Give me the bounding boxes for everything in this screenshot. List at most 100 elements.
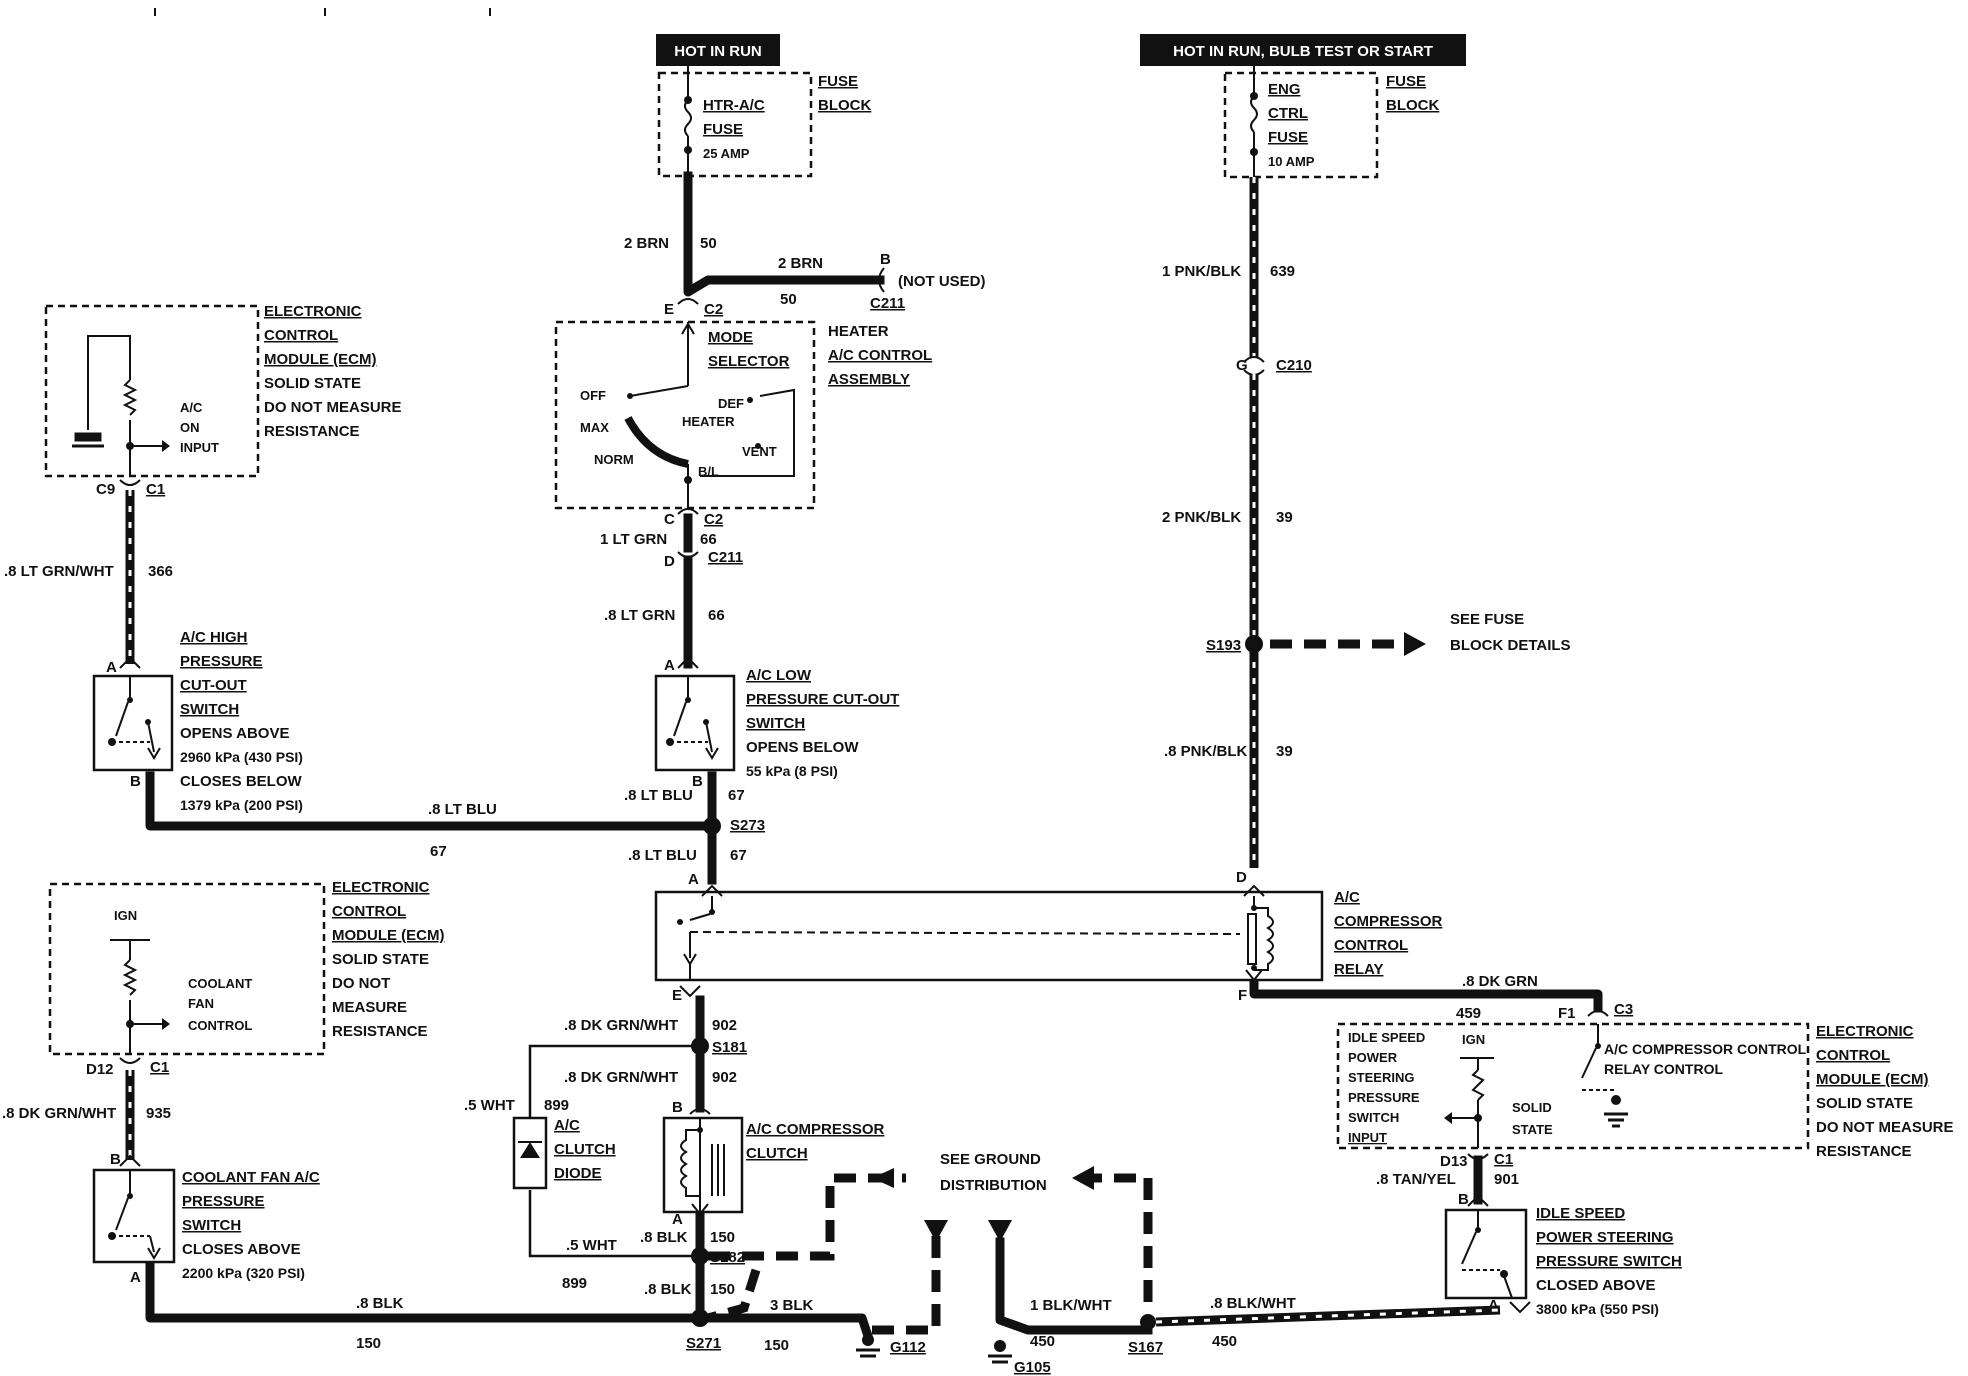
conn-b-c211-pin: B — [880, 251, 891, 268]
fuse-right-block-2: BLOCK — [1386, 97, 1439, 114]
lp-switch: A B A/C LOW PRESSURE CUT-OUT SWITCH OPEN… — [654, 656, 899, 790]
clutch-label-2: CLUTCH — [746, 1145, 808, 1162]
ecm-right-pin-c1: C1 — [1494, 1151, 1513, 1168]
see-fuse-1: SEE FUSE — [1450, 611, 1524, 628]
fan-switch: B A COOLANT FAN A/C PRESSURE SWITCH CLOS… — [92, 1151, 320, 1286]
w39b-num: 39 — [1276, 743, 1293, 760]
ps-label-1: IDLE SPEED — [1536, 1205, 1625, 1222]
relay-pin-a: A — [688, 871, 699, 888]
ecm-mid-out-1: COOLANT — [188, 976, 252, 991]
fan-label-2: PRESSURE — [182, 1193, 265, 1210]
splice-s181: S181 — [712, 1039, 747, 1056]
w935-num: 935 — [146, 1105, 171, 1122]
header-hot-in-run-text: HOT IN RUN — [674, 43, 762, 60]
relay-pin-e: E — [672, 987, 682, 1004]
ecm-mid-label-1: ELECTRONIC — [332, 879, 430, 896]
mode-pos-bl: B/L — [698, 464, 719, 479]
assembly-label-2: A/C CONTROL — [828, 347, 932, 364]
conn-b-c211-name: C211 — [870, 295, 905, 312]
w67c-num: 67 — [730, 847, 747, 864]
assembly-label-1: HEATER — [828, 323, 889, 340]
mode-label-1: MODE — [708, 329, 753, 346]
w899b-color: .5 WHT — [566, 1237, 617, 1254]
ecm-right-ign: IGN — [1462, 1032, 1485, 1047]
fuse-left-block-2: BLOCK — [818, 97, 871, 114]
compressor-relay: A D A/C COMPRESSOR CONTROL RELAY E F — [654, 869, 1443, 1004]
conn-d-c211-pin: D — [664, 553, 675, 570]
ecm-right-input-6: INPUT — [1348, 1130, 1387, 1145]
diode-label-2: CLUTCH — [554, 1141, 616, 1158]
ecm-top-label-5: DO NOT MEASURE — [264, 399, 402, 416]
ecm-right-input-4: PRESSURE — [1348, 1090, 1420, 1105]
ecm-top-input-2: ON — [180, 420, 200, 435]
mode-pos-norm: NORM — [594, 452, 634, 467]
w39b-color: .8 PNK/BLK — [1164, 743, 1248, 760]
fan-spec-2: 2200 kPa (320 PSI) — [182, 1265, 305, 1281]
ecm-mid-pin-c1: C1 — [150, 1059, 169, 1076]
header-hot-in-run-bulb: HOT IN RUN, BULB TEST OR START — [1140, 34, 1466, 66]
fuse-right-name-3: FUSE — [1268, 129, 1308, 146]
hp-label-4: SWITCH — [180, 701, 239, 718]
ecm-mid-label-2: CONTROL — [332, 903, 406, 920]
w901-num: 901 — [1494, 1171, 1519, 1188]
ecm-right-input-1: IDLE SPEED — [1348, 1030, 1425, 1045]
fuse-left-icon — [684, 99, 692, 137]
w66a-num: 66 — [700, 531, 717, 548]
fuse-right-rating: 10 AMP — [1268, 154, 1315, 169]
clutch-diode: A/C CLUTCH DIODE — [512, 1116, 616, 1190]
w66b-color: .8 LT GRN — [604, 607, 675, 624]
ps-label-3: PRESSURE SWITCH — [1536, 1253, 1682, 1270]
lp-label-3: SWITCH — [746, 715, 805, 732]
header-hot-in-run: HOT IN RUN — [656, 34, 780, 66]
clutch-label-1: A/C COMPRESSOR — [746, 1121, 885, 1138]
w366-color: .8 LT GRN/WHT — [4, 563, 114, 580]
w639-num: 639 — [1270, 263, 1295, 280]
ps-label-2: POWER STEERING — [1536, 1229, 1674, 1246]
splice-s271: S271 — [686, 1335, 721, 1352]
fan-spec-1: CLOSES ABOVE — [182, 1241, 301, 1258]
lp-spec-2: 55 kPa (8 PSI) — [746, 763, 838, 779]
splice-s167: S167 — [1128, 1339, 1163, 1356]
circuit-150: S182 .8 BLK 150 .8 BLK 150 S271 .8 BLK 1… — [145, 1168, 948, 1358]
w902b-num: 902 — [712, 1069, 737, 1086]
mode-pos-def: DEF — [718, 396, 744, 411]
diode-label-1: A/C — [554, 1117, 580, 1134]
w450b-num: 450 — [1212, 1333, 1237, 1350]
hp-label-3: CUT-OUT — [180, 677, 247, 694]
ecm-top-pin-c1: C1 — [146, 481, 165, 498]
w39a-num: 39 — [1276, 509, 1293, 526]
w902a-num: 902 — [712, 1017, 737, 1034]
w150b-color: .8 BLK — [644, 1281, 692, 1298]
w899a-color: .5 WHT — [464, 1097, 515, 1114]
ecm-right-label-6: RESISTANCE — [1816, 1143, 1912, 1160]
ecm-mid-label-6: MEASURE — [332, 999, 407, 1016]
w67b-color: .8 LT BLU — [624, 787, 693, 804]
w366-num: 366 — [148, 563, 173, 580]
w67a-num: 67 — [430, 843, 447, 860]
ecm-top-label-1: ELECTRONIC — [264, 303, 362, 320]
ecm-top-label-6: RESISTANCE — [264, 423, 360, 440]
relay-label-3: CONTROL — [1334, 937, 1408, 954]
ecm-top-label-4: SOLID STATE — [264, 375, 361, 392]
w150b-num: 150 — [710, 1281, 735, 1298]
w902b-color: .8 DK GRN/WHT — [564, 1069, 678, 1086]
ground-g105-icon — [994, 1340, 1006, 1352]
clutch-pin-a: A — [672, 1211, 683, 1228]
w66a-color: 1 LT GRN — [600, 531, 667, 548]
w450a-color: 1 BLK/WHT — [1030, 1297, 1112, 1314]
relay-label-1: A/C — [1334, 889, 1360, 906]
ecm-right-input-2: POWER — [1348, 1050, 1398, 1065]
fan-label-3: SWITCH — [182, 1217, 241, 1234]
relay-pin-d: D — [1236, 869, 1247, 886]
splice-s167-dot — [1140, 1314, 1156, 1330]
ecm-right-label-5: DO NOT MEASURE — [1816, 1119, 1954, 1136]
lp-pin-b: B — [692, 773, 703, 790]
circuit-639-39: 1 PNK/BLK 639 G C210 2 PNK/BLK 39 S193 S… — [1162, 177, 1571, 868]
ecm-mid: IGN COOLANT FAN CONTROL ELECTRONIC CONTR… — [48, 879, 445, 1078]
w150d-num: 150 — [764, 1337, 789, 1354]
w50b-num: 50 — [780, 291, 797, 308]
ecm-top-input-3: INPUT — [180, 440, 219, 455]
hp-label-2: PRESSURE — [180, 653, 263, 670]
splice-s273-dot — [703, 817, 721, 835]
ecm-mid-label-4: SOLID STATE — [332, 951, 429, 968]
